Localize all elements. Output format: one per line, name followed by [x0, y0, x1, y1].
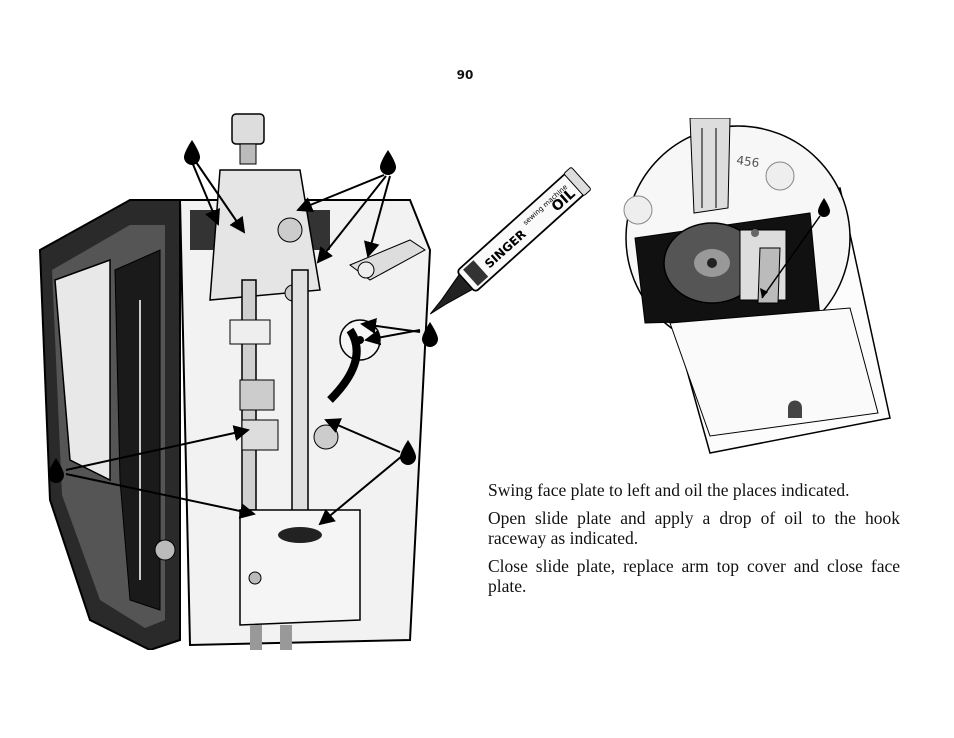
arrow-icon: [191, 161, 220, 226]
arrow-icon: [363, 175, 391, 258]
arrow-icon: [318, 455, 403, 526]
oil-drop-icon: [422, 322, 438, 347]
arrow-icon: [761, 215, 821, 299]
oil-drop-icon: [818, 198, 830, 217]
plate-marking: 456: [736, 153, 761, 170]
oil-drop-icon: [48, 458, 64, 483]
arrow-icon: [65, 425, 250, 471]
oil-tube-illustration: SINGER sewing machine OIL: [429, 167, 591, 315]
arrow-icon: [65, 473, 256, 519]
instruction-step-3: Close slide plate, replace arm top cover…: [488, 556, 900, 596]
page-number: 90: [456, 68, 474, 82]
arrow-icon: [324, 418, 401, 453]
instruction-step-2: Open slide plate and apply a drop of oil…: [488, 508, 900, 548]
hook-raceway-illustration: 456: [623, 118, 891, 454]
face-plate-mechanism-illustration: [38, 113, 432, 650]
oil-drop-icon: [400, 440, 416, 465]
instruction-step-1: Swing face plate to left and oil the pla…: [488, 480, 850, 500]
arrow-icon: [296, 174, 385, 213]
instructions: Swing face plate to left and oil the pla…: [488, 480, 900, 604]
arrow-icon: [316, 175, 387, 264]
oil-drop-icon: [184, 140, 200, 165]
arrow-icon: [360, 317, 421, 334]
oil-drop-icon: [380, 150, 396, 175]
arrow-icon: [195, 161, 246, 234]
